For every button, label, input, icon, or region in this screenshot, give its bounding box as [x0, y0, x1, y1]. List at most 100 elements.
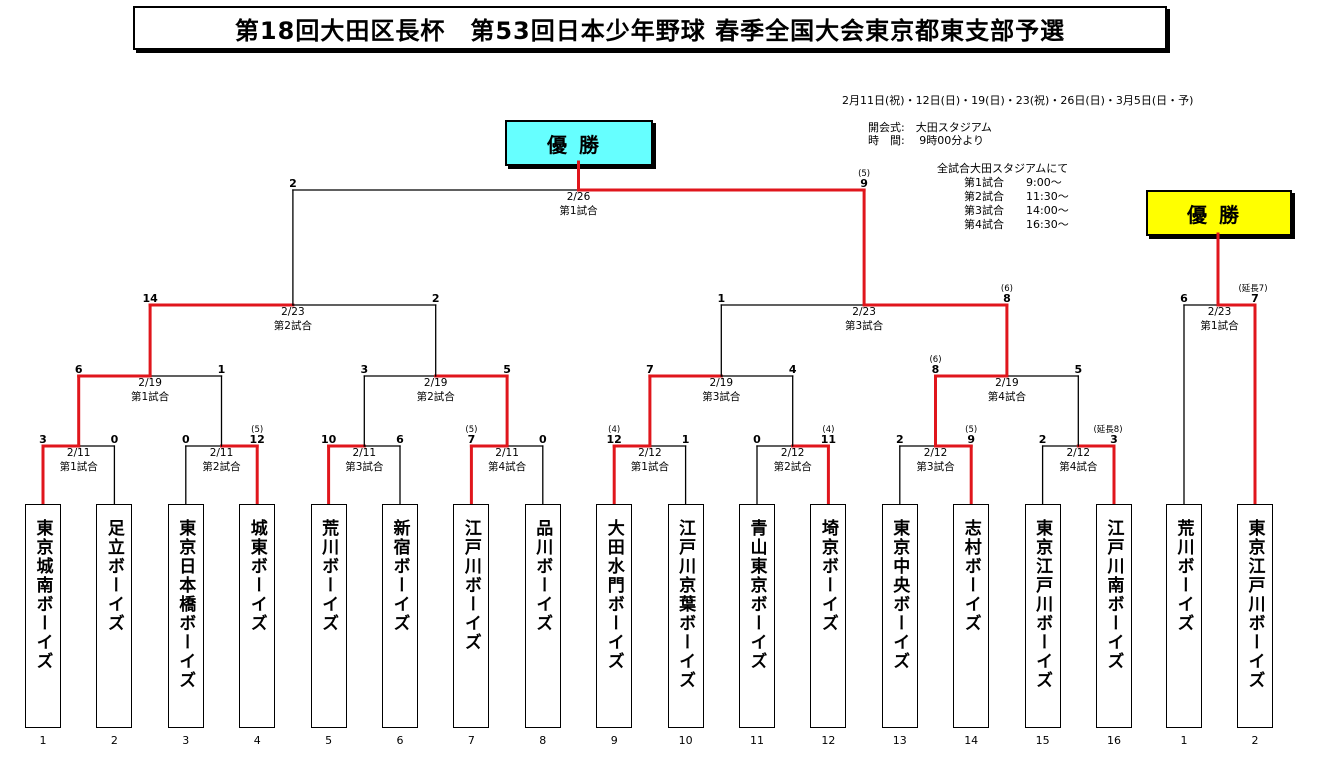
team-seed-number: 11 [750, 734, 764, 747]
team-5-box: 荒川ボーイズ [310, 504, 347, 728]
team-name: 新宿ボーイズ [389, 519, 410, 633]
score-final2-b: 7 [1251, 292, 1259, 305]
note-r1m5-a: (4) [608, 425, 620, 435]
date-r2m1: 2/19 [138, 377, 162, 389]
team-name: 埼京ボーイズ [817, 519, 838, 633]
date-r2m3: 2/19 [710, 377, 734, 389]
game-r1m8: 第4試合 [1059, 460, 1098, 473]
team-seed-number: 1 [39, 734, 47, 747]
schedule-game-3: 第3試合 14:00～ [964, 204, 1069, 217]
team-seed-number: 6 [396, 734, 404, 747]
date-r1m1: 2/11 [67, 447, 91, 459]
team-seed-number: 9 [610, 734, 618, 747]
game-r3m1: 第2試合 [274, 319, 313, 332]
team-name: 品川ボーイズ [532, 519, 553, 633]
score-final-b: 9 [860, 177, 868, 190]
note-r1m4-a: (5) [465, 425, 477, 435]
start-time-text: 時 間: 9時00分より [868, 134, 984, 147]
date-r1m4: 2/11 [495, 447, 519, 459]
team-seed-number: 16 [1107, 734, 1121, 747]
team-name: 荒川ボーイズ [1173, 519, 1194, 633]
note-r1m6-b: (4) [822, 425, 834, 435]
team-seed-number: 15 [1035, 734, 1050, 747]
score-r2m2-a: 3 [360, 363, 368, 376]
team-8-box: 品川ボーイズ [524, 504, 561, 728]
team-seed-number: 8 [539, 734, 547, 747]
dates-text: 2月11日(祝)・12日(日)・19(日)・23(祝)・26日(日)・3月5日(… [842, 94, 1194, 107]
team-seed-number: 13 [892, 734, 907, 747]
team-6-box: 新宿ボーイズ [382, 504, 418, 728]
score-r2m4-a: 8 [932, 363, 940, 376]
score-r1m7-a: 2 [896, 433, 904, 446]
score-r3m2-a: 1 [717, 292, 725, 305]
team-12-box: 埼京ボーイズ [810, 504, 847, 728]
champion-box-secondary: 優勝 [1146, 190, 1292, 236]
score-r2m3-a: 7 [646, 363, 654, 376]
team-13-box: 東京中央ボーイズ [881, 504, 918, 728]
team-name: 青山東京ボーイズ [746, 519, 767, 671]
date-r1m6: 2/12 [781, 447, 805, 459]
note-r2m4-a: (6) [929, 355, 941, 365]
team-seed-number: 5 [325, 734, 333, 747]
score-r1m3-b: 6 [396, 433, 404, 446]
score-final-a: 2 [289, 177, 297, 190]
date-r1m3: 2/11 [353, 447, 377, 459]
team-2-box: 足立ボーイズ [96, 504, 133, 728]
team-name: 足立ボーイズ [103, 519, 124, 633]
game-r2m4: 第4試合 [988, 390, 1027, 403]
game-r1m7: 第3試合 [916, 460, 955, 473]
score-final2-a: 6 [1180, 292, 1188, 305]
date-r1m2: 2/11 [210, 447, 234, 459]
score-r3m2-b: 8 [1003, 292, 1011, 305]
note-final2-b: (延長7) [1238, 283, 1267, 294]
game-r1m6: 第2試合 [774, 460, 813, 473]
team-seed-number: 14 [964, 734, 979, 747]
date-r1m7: 2/12 [924, 447, 948, 459]
team-seed-number: 2 [1251, 734, 1259, 747]
score-r1m4-a: 7 [468, 433, 476, 446]
game-r1m5: 第1試合 [631, 460, 670, 473]
note-r1m8-b: (延長8) [1093, 424, 1122, 435]
team-name: 東京江戸川ボーイズ [1244, 519, 1265, 690]
date-r2m4: 2/19 [995, 377, 1019, 389]
score-r2m2-b: 5 [503, 363, 511, 376]
game-final: 第1試合 [559, 204, 598, 217]
team-name: 江戸川ボーイズ [460, 519, 481, 652]
score-r1m7-b: 9 [967, 433, 975, 446]
team-14-box: 志村ボーイズ [953, 504, 990, 728]
schedule-game-4: 第4試合 16:30～ [964, 218, 1069, 231]
score-r3m1-b: 2 [432, 292, 440, 305]
team-seed-number: 12 [821, 734, 836, 747]
game-r1m1: 第1試合 [60, 460, 99, 473]
team-name: 城東ボーイズ [246, 519, 267, 633]
date-r3m2: 2/23 [852, 306, 876, 318]
team-seed-number: 1 [1180, 734, 1188, 747]
score-r2m1-a: 6 [75, 363, 83, 376]
team-name: 東京日本橋ボーイズ [175, 519, 196, 690]
score-r3m1-a: 14 [142, 292, 158, 305]
team-name: 東京中央ボーイズ [889, 519, 910, 671]
page-title: 第18回大田区長杯 第53回日本少年野球 春季全国大会東京都東支部予選 [133, 6, 1167, 50]
score-r2m1-b: 1 [218, 363, 226, 376]
team-9-box: 大田水門ボーイズ [596, 504, 633, 728]
opening-ceremony-text: 開会式: 大田スタジアム [868, 121, 992, 134]
game-r1m4: 第4試合 [488, 460, 527, 473]
team-15-box: 東京江戸川ボーイズ [1024, 504, 1061, 728]
note-r3m2-b: (6) [1001, 284, 1013, 294]
team2-1-box: 荒川ボーイズ [1166, 504, 1202, 728]
note-r1m7-b: (5) [965, 425, 977, 435]
score-r1m8-b: 3 [1110, 433, 1118, 446]
team2-2-box: 東京江戸川ボーイズ [1237, 504, 1273, 728]
date-r1m5: 2/12 [638, 447, 662, 459]
score-r2m3-b: 4 [789, 363, 797, 376]
score-r1m5-b: 1 [682, 433, 690, 446]
team-10-box: 江戸川京葉ボーイズ [667, 504, 704, 728]
game-r2m2: 第2試合 [417, 390, 456, 403]
game-r3m2: 第3試合 [845, 319, 884, 332]
date-r3m1: 2/23 [281, 306, 305, 318]
score-r1m3-a: 10 [321, 433, 337, 446]
team-name: 東京城南ボーイズ [32, 519, 53, 671]
team-1-box: 東京城南ボーイズ [25, 504, 61, 728]
team-7-box: 江戸川ボーイズ [453, 504, 490, 728]
